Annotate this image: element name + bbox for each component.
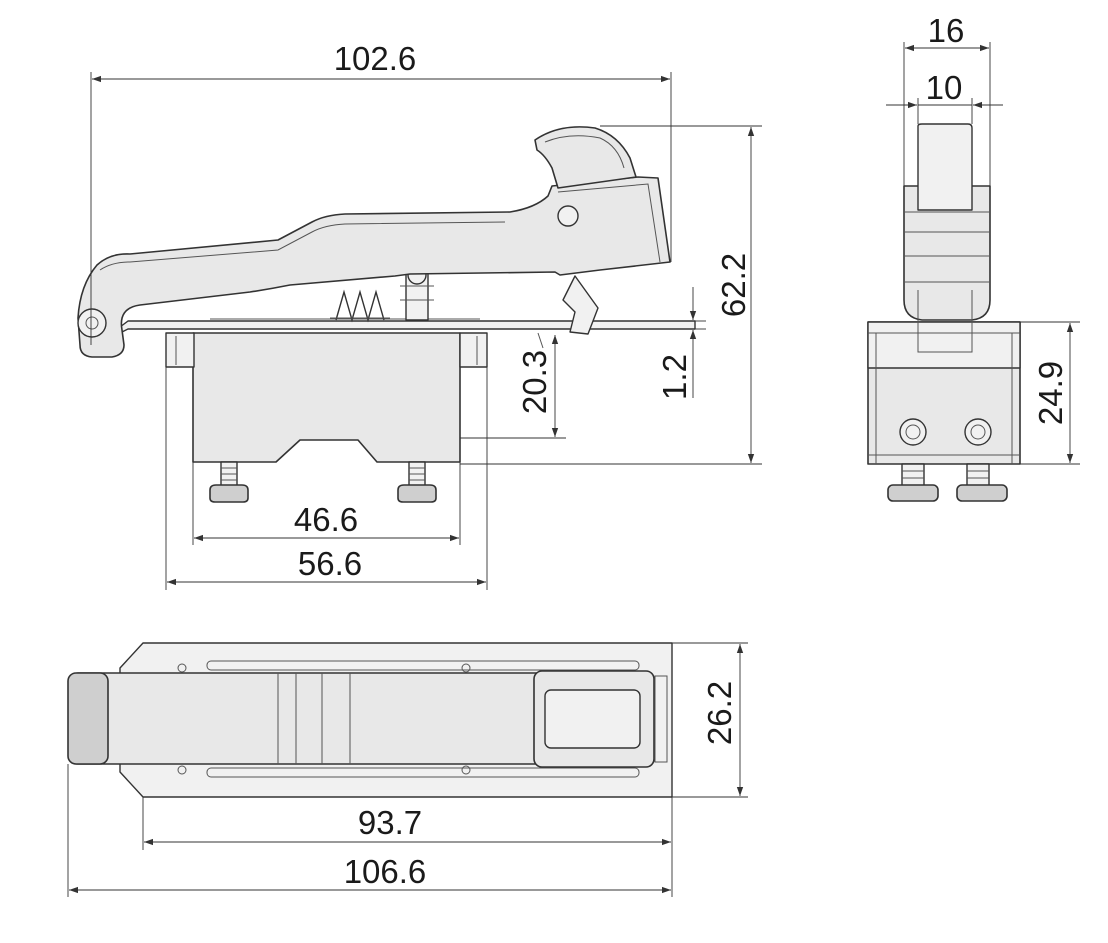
top-view (67, 642, 673, 798)
end-handle-inner (917, 123, 973, 211)
end-hole-left (899, 418, 927, 446)
side-housing-body (192, 332, 461, 463)
top-lever-end (67, 672, 109, 765)
side-catch-hook (562, 275, 599, 335)
end-view (867, 123, 1021, 502)
dim-hole-pitch-top: 93.7 (358, 804, 422, 841)
dim-end-outer-width: 16 (928, 12, 965, 49)
dim-body-depth: 20.3 (516, 350, 553, 414)
side-spring (335, 289, 385, 323)
end-screw-left-head (887, 484, 939, 502)
side-view (77, 126, 696, 503)
end-screw-right-shank (966, 463, 990, 487)
top-lever (69, 672, 541, 765)
dim-overall-length-side: 102.6 (334, 40, 417, 77)
dim-screw-pitch: 46.6 (294, 501, 358, 538)
side-lever (77, 176, 671, 358)
side-housing-flange-left (165, 332, 195, 368)
end-hole-right (964, 418, 992, 446)
end-body-top-band (867, 321, 1021, 369)
dim-plate-width: 26.2 (701, 681, 738, 745)
top-handle-grip (544, 689, 641, 749)
end-screw-left-shank (901, 463, 925, 487)
side-screw-right-head (397, 484, 437, 503)
dimensions: 102.6 62.2 1.2 20.3 46.6 56.6 16 (67, 12, 1080, 897)
dim-body-length: 56.6 (298, 545, 362, 582)
dim-overall-length-top: 106.6 (344, 853, 427, 890)
dim-plate-thickness: 1.2 (656, 354, 693, 400)
side-mounting-plate (119, 320, 696, 334)
side-screw-left-head (209, 484, 249, 503)
dim-end-body-height: 24.9 (1032, 361, 1069, 425)
side-housing-flange-right (459, 332, 488, 368)
dim-end-inner-width: 10 (926, 69, 963, 106)
side-handle-hook (534, 126, 637, 189)
side-rear-pivot (77, 308, 107, 338)
side-front-pivot (557, 205, 579, 227)
dim-overall-height: 62.2 (715, 253, 752, 317)
end-screw-right-head (956, 484, 1008, 502)
